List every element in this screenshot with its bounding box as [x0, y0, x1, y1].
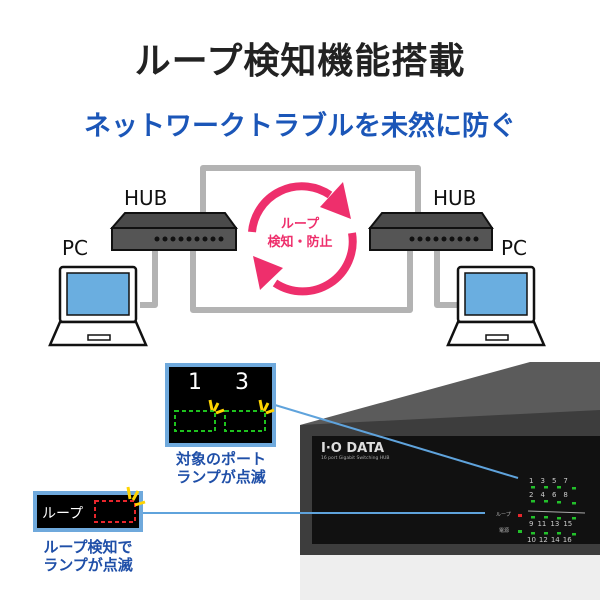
port-label: 5 — [551, 477, 557, 485]
loop-caption-line1: ループ検知で — [43, 538, 133, 556]
port-label: 2 — [529, 491, 534, 499]
loop-led — [518, 514, 522, 517]
port-label: 16 — [562, 536, 572, 544]
power-led-label: 電源 — [499, 528, 510, 534]
port-caption-line1: 対象のポート — [175, 450, 266, 468]
port-label: 14 — [550, 536, 560, 544]
port-label: 12 — [538, 536, 548, 544]
loop-label-line2: 検知・防止 — [267, 235, 333, 250]
port-label: 1 — [529, 477, 534, 485]
loop-caption-line2: ランプが点滅 — [43, 556, 133, 574]
port-label: 9 — [529, 520, 534, 528]
port-callout-caption: 対象のポート ランプが点滅 — [160, 450, 282, 486]
port-label: 6 — [551, 491, 557, 499]
loop-detect-label: ループ 検知・防止 — [250, 216, 350, 252]
device-model: 16 port Gigabit Switching HUB — [321, 456, 390, 461]
loop-arrows-icon — [248, 182, 357, 296]
pc-right-label: PC — [501, 236, 528, 260]
cables — [140, 165, 460, 313]
port-label: 8 — [563, 491, 568, 499]
loop-led-label: ループ — [496, 512, 511, 518]
hub-left-label: HUB — [124, 186, 168, 210]
hub-right-label: HUB — [433, 186, 477, 210]
page-subtitle: ネットワークトラブルを未然に防ぐ — [84, 111, 516, 142]
callout-line-ports — [274, 404, 519, 479]
pc-right-icon — [446, 265, 546, 347]
port-leds — [518, 486, 576, 536]
loop-callout-box — [33, 486, 146, 532]
port-label: 11 — [537, 520, 547, 528]
port-caption-line2: ランプが点滅 — [176, 468, 266, 486]
pc-left-icon — [48, 265, 148, 347]
port-label: 7 — [563, 477, 568, 485]
device-brand-logo: I·O DATA — [321, 441, 385, 456]
loop-label-line1: ループ — [280, 217, 320, 232]
loop-callout-caption: ループ検知で ランプが点滅 — [25, 538, 151, 574]
page-title: ループ検知機能搭載 — [134, 41, 466, 82]
hub-right-icon — [367, 212, 494, 251]
pc-left-label: PC — [62, 236, 89, 260]
port-label: 3 — [540, 477, 545, 485]
loop-box-label: ループ — [42, 506, 84, 522]
port-num-1: 1 — [188, 370, 202, 395]
port-label: 13 — [550, 520, 560, 528]
port-num-3: 3 — [235, 370, 249, 395]
switch-device-image — [300, 362, 600, 600]
port-label: 4 — [540, 491, 545, 499]
port-label: 10 — [527, 536, 536, 544]
hub-left-icon — [109, 212, 238, 251]
port-label: 15 — [563, 520, 573, 528]
port-callout-box — [165, 363, 276, 447]
